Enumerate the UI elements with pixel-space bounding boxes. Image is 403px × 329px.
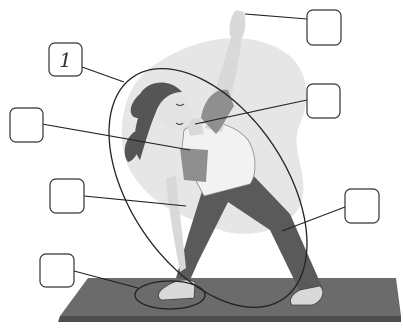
yoga-mat (60, 278, 401, 316)
shirt-sleeve (180, 148, 208, 182)
label-box-6 (345, 189, 379, 223)
label-box-5 (50, 179, 84, 213)
label-box-1-text: 1 (59, 48, 72, 72)
label-box-3 (307, 84, 340, 118)
yoga-mat-edge (58, 316, 401, 322)
leader-line-2 (245, 14, 307, 19)
label-box-7 (40, 254, 74, 287)
label-box-4 (10, 108, 43, 142)
raised-hand (229, 10, 245, 38)
label-box-2 (307, 10, 341, 45)
label-box-1: 1 (49, 43, 82, 76)
leader-line-1 (82, 67, 124, 82)
